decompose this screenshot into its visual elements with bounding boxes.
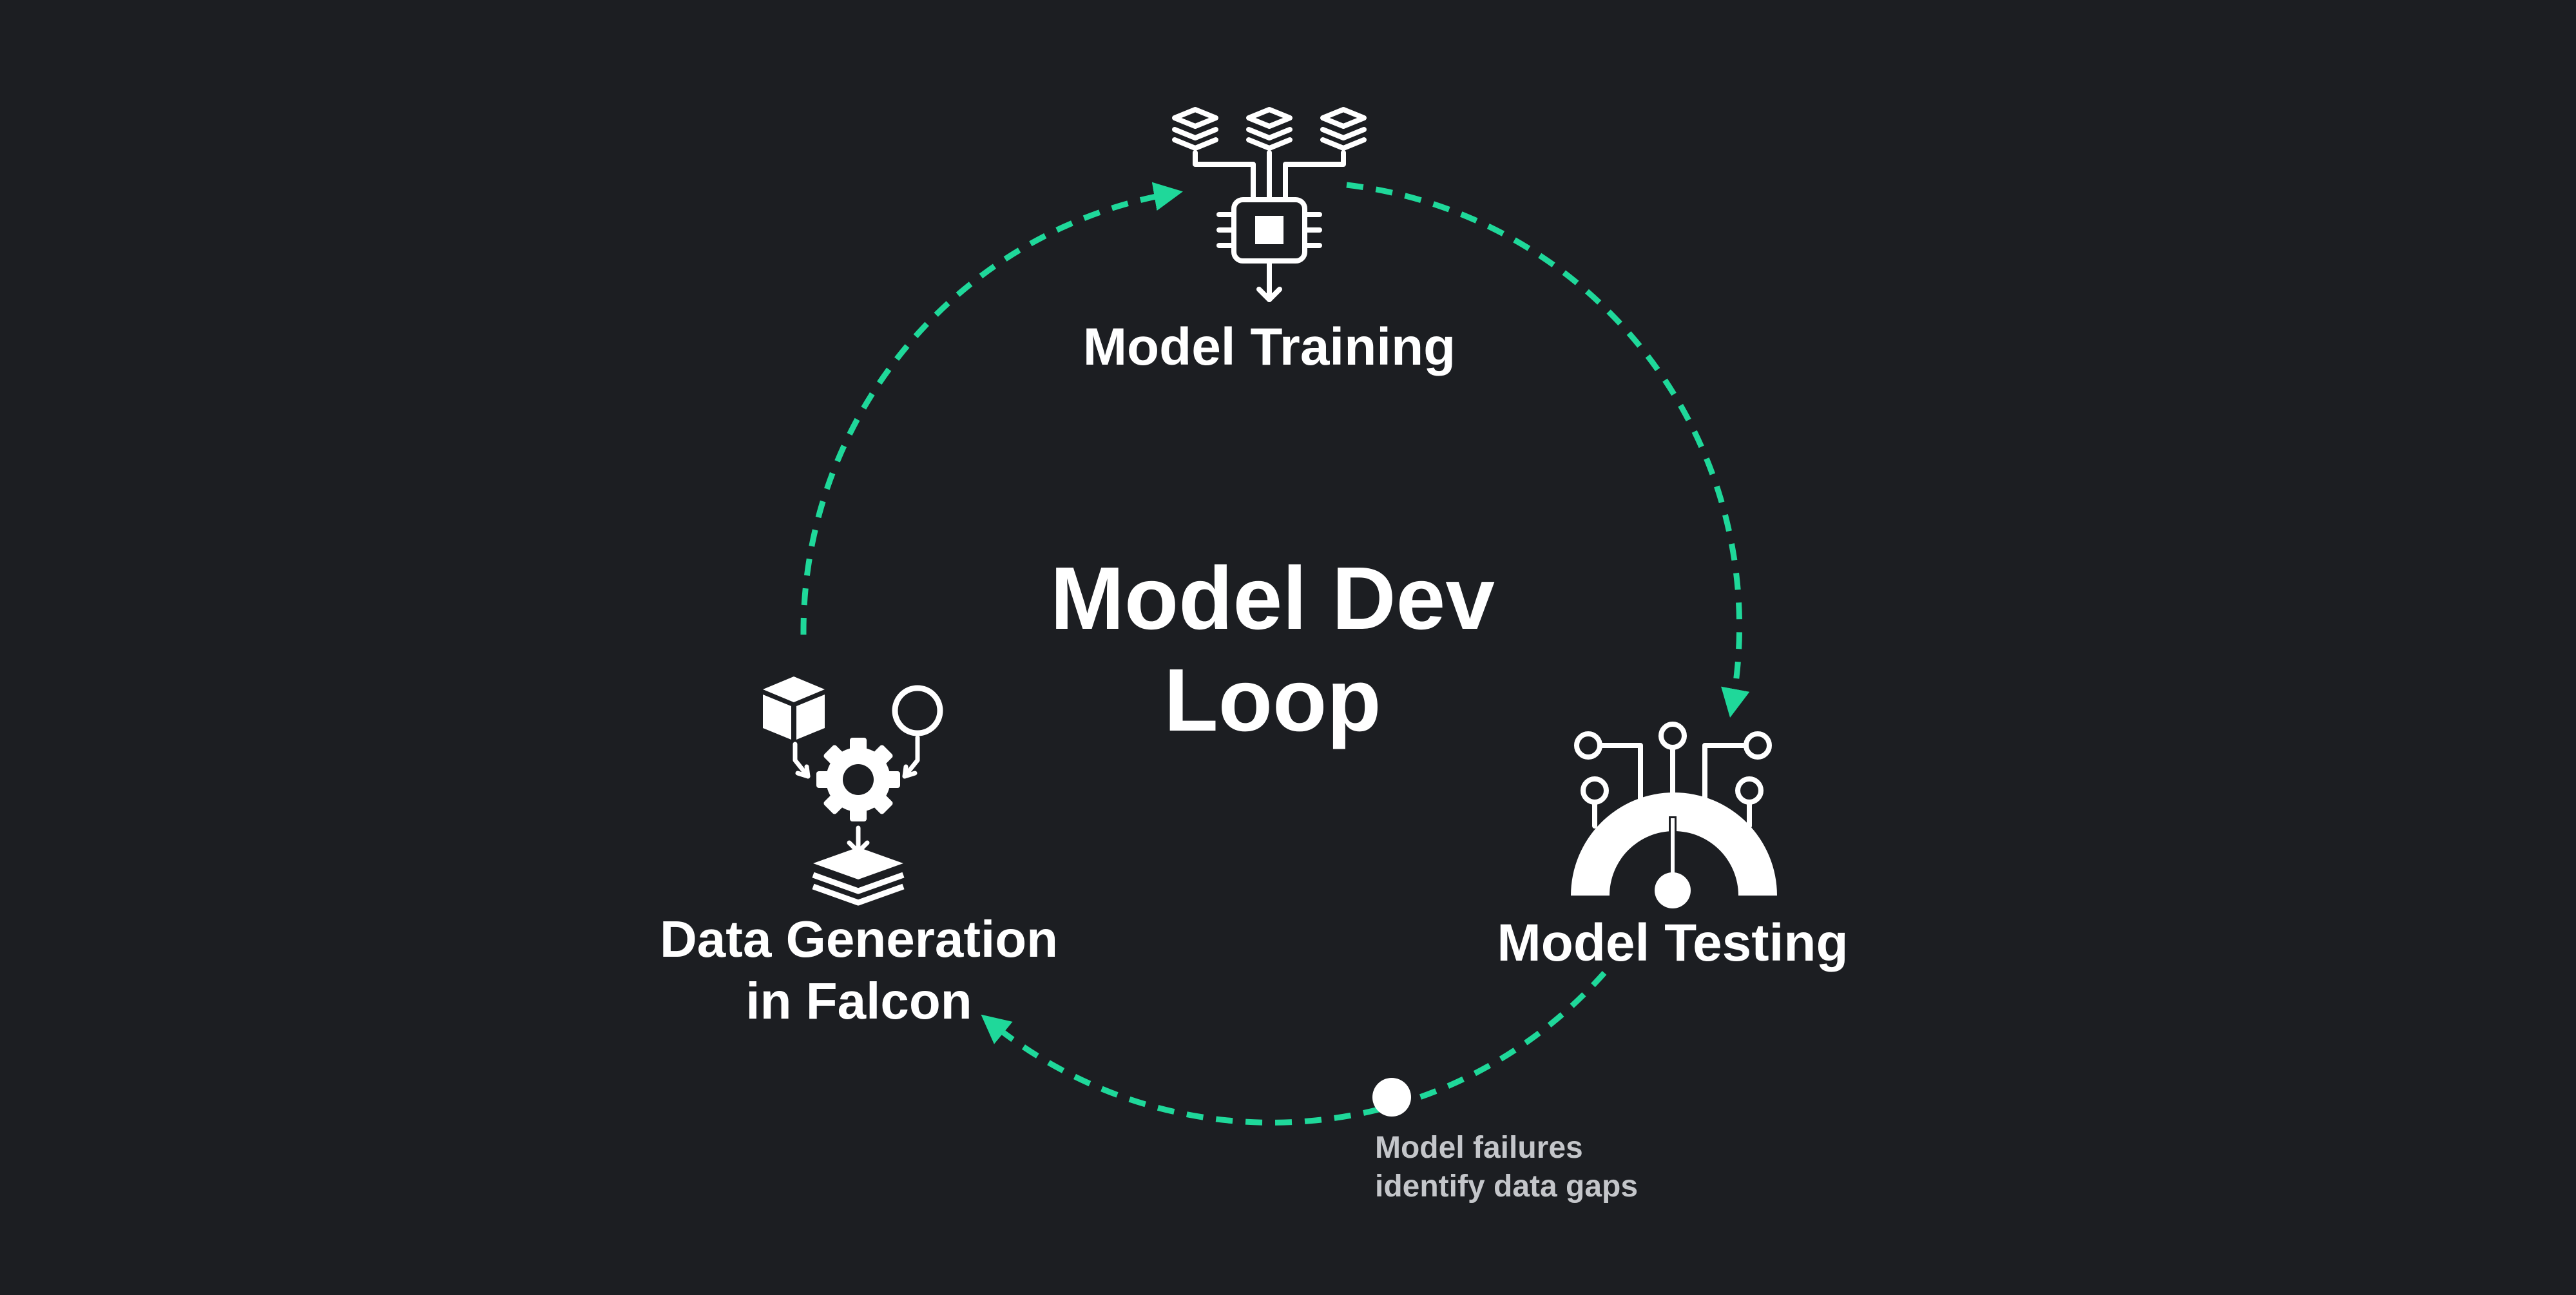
annotation-line: identify data gaps [1375,1169,1639,1204]
diagram-title-line: Model Dev [1050,549,1495,648]
annotation-note: Model failures identify data gaps [1375,1129,1638,1206]
gear-icon [816,738,900,821]
cube-icon [763,676,825,740]
node-label-line: Model Testing [1497,914,1849,972]
chip-training-icon [1172,107,1367,302]
edge-testing-to-generation [981,971,1607,1126]
annotation-line: Model failures [1375,1131,1583,1165]
stack-icon-middle [1246,107,1293,151]
edge-generation-to-training [800,182,1183,635]
node-label-model-testing: Model Testing [1415,912,1930,975]
node-label-line: Model Training [1082,318,1456,376]
gauge-testing-icon [1571,722,1777,908]
circle-icon [892,685,943,736]
stack-icon-left [1172,107,1218,151]
diagram-title: Model Dev Loop [966,548,1579,751]
node-label-data-generation: Data Generation in Falcon [601,908,1117,1032]
edge-training-to-testing [1346,182,1750,718]
annotation-marker-dot [1372,1078,1411,1117]
node-label-model-training: Model Training [1012,316,1527,379]
diagram-title-line: Loop [1164,651,1381,750]
stack-icon-right [1320,107,1367,151]
gear-generation-icon [763,676,943,906]
node-label-line: in Falcon [745,972,972,1030]
layers-icon [812,847,905,906]
node-label-line: Data Generation [660,910,1058,968]
